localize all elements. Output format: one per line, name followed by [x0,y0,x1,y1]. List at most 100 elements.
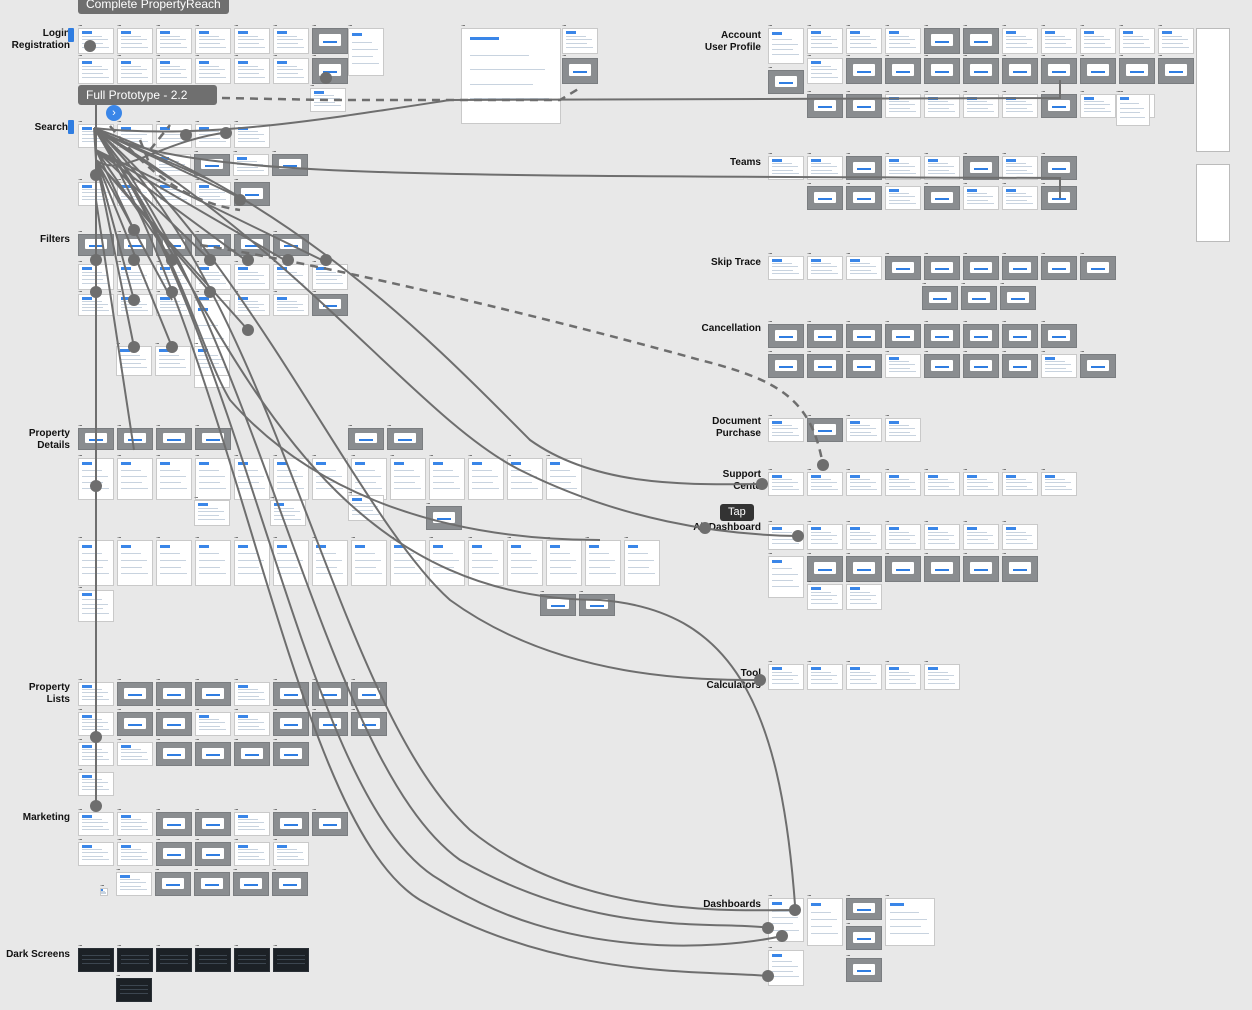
screen-frame[interactable] [807,354,843,378]
screen-frame[interactable] [807,28,843,54]
more-dots-icon[interactable]: ... [78,173,83,182]
more-dots-icon[interactable]: ... [768,315,773,324]
more-dots-icon[interactable]: ... [195,803,200,812]
screen-frame[interactable] [234,712,270,736]
more-dots-icon[interactable]: ... [924,85,929,94]
more-dots-icon[interactable]: ... [624,531,629,540]
more-dots-icon[interactable]: ... [963,547,968,556]
more-dots-icon[interactable]: ... [195,255,200,264]
more-dots-icon[interactable]: ... [234,833,239,842]
more-dots-icon[interactable]: ... [1080,19,1085,28]
more-dots-icon[interactable]: ... [1002,19,1007,28]
screen-frame[interactable] [195,428,231,450]
more-dots-icon[interactable]: ... [924,177,929,186]
screen-frame[interactable] [885,28,921,54]
more-dots-icon[interactable]: ... [117,115,122,124]
more-dots-icon[interactable]: ... [1041,147,1046,156]
more-dots-icon[interactable]: ... [468,449,473,458]
more-dots-icon[interactable]: ... [348,19,353,28]
more-dots-icon[interactable]: ... [348,419,353,428]
screen-frame[interactable] [963,28,999,54]
more-dots-icon[interactable]: ... [807,247,812,256]
more-dots-icon[interactable]: ... [924,49,929,58]
more-dots-icon[interactable]: ... [1041,177,1046,186]
more-dots-icon[interactable]: ... [195,19,200,28]
prototype-link[interactable] [93,127,783,947]
more-dots-icon[interactable]: ... [78,255,83,264]
more-dots-icon[interactable]: ... [195,673,200,682]
more-dots-icon[interactable]: ... [807,177,812,186]
more-dots-icon[interactable]: ... [234,19,239,28]
more-dots-icon[interactable]: ... [117,939,122,948]
more-dots-icon[interactable]: ... [195,531,200,540]
more-dots-icon[interactable]: ... [117,733,122,742]
connection-node[interactable] [90,286,102,298]
more-dots-icon[interactable]: ... [78,803,83,812]
more-dots-icon[interactable]: ... [1002,547,1007,556]
more-dots-icon[interactable]: ... [312,255,317,264]
more-dots-icon[interactable]: ... [807,409,812,418]
screen-frame[interactable] [1116,94,1150,126]
more-dots-icon[interactable]: ... [1080,49,1085,58]
screen-frame[interactable] [1002,472,1038,496]
more-dots-icon[interactable]: ... [156,733,161,742]
more-dots-icon[interactable]: ... [156,19,161,28]
screen-frame[interactable] [924,28,960,54]
more-dots-icon[interactable]: ... [540,585,545,594]
more-dots-icon[interactable]: ... [885,49,890,58]
more-dots-icon[interactable]: ... [312,285,317,294]
screen-frame[interactable] [1002,28,1038,54]
screen-frame[interactable] [768,70,804,94]
more-dots-icon[interactable]: ... [924,463,929,472]
more-dots-icon[interactable]: ... [312,703,317,712]
screen-frame[interactable] [885,418,921,442]
connection-node[interactable] [204,254,216,266]
flow-start-marker[interactable] [68,120,74,134]
screen-frame[interactable] [156,264,192,290]
screen-frame[interactable] [846,958,882,982]
more-dots-icon[interactable]: ... [1041,85,1046,94]
more-dots-icon[interactable]: ... [807,889,812,898]
more-dots-icon[interactable]: ... [1041,247,1046,256]
screen-frame[interactable] [807,664,843,690]
screen-frame[interactable] [1002,524,1038,550]
more-dots-icon[interactable]: ... [924,547,929,556]
more-dots-icon[interactable]: ... [117,19,122,28]
screen-frame[interactable] [116,872,152,896]
connection-node[interactable] [84,40,96,52]
more-dots-icon[interactable]: ... [885,409,890,418]
more-dots-icon[interactable]: ... [117,449,122,458]
screen-frame[interactable] [117,682,153,706]
connection-node[interactable] [242,324,254,336]
connection-node[interactable] [180,129,192,141]
screen-frame[interactable] [807,324,843,348]
more-dots-icon[interactable]: ... [585,531,590,540]
more-dots-icon[interactable]: ... [768,61,773,70]
more-dots-icon[interactable]: ... [156,939,161,948]
screen-frame[interactable] [885,156,921,180]
more-dots-icon[interactable]: ... [579,585,584,594]
screen-frame[interactable] [768,664,804,690]
more-dots-icon[interactable]: ... [846,177,851,186]
more-dots-icon[interactable]: ... [273,285,278,294]
more-dots-icon[interactable]: ... [1002,515,1007,524]
screen-frame[interactable] [768,950,804,986]
more-dots-icon[interactable]: ... [963,147,968,156]
more-dots-icon[interactable]: ... [272,863,277,872]
more-dots-icon[interactable]: ... [195,115,200,124]
more-dots-icon[interactable]: ... [78,763,83,772]
more-dots-icon[interactable]: ... [807,515,812,524]
more-dots-icon[interactable]: ... [195,419,200,428]
screen-frame[interactable] [195,58,231,84]
more-dots-icon[interactable]: ... [117,833,122,842]
screen-frame[interactable] [195,28,231,54]
more-dots-icon[interactable]: ... [846,547,851,556]
connection-node[interactable] [204,286,216,298]
more-dots-icon[interactable]: ... [156,449,161,458]
more-dots-icon[interactable]: ... [195,285,200,294]
more-dots-icon[interactable]: ... [846,49,851,58]
prototype-link[interactable] [95,199,135,451]
more-dots-icon[interactable]: ... [234,803,239,812]
screen-frame[interactable] [351,712,387,736]
screen-frame[interactable] [117,540,153,586]
